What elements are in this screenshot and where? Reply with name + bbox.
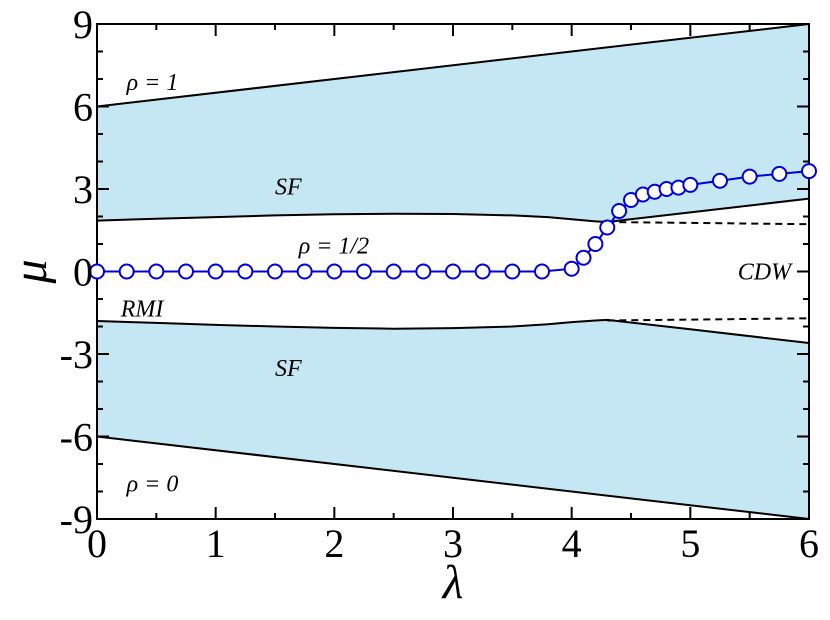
- sf-region-lower: [97, 319, 809, 519]
- series-marker: [611, 203, 628, 219]
- phase-label: SF: [275, 174, 302, 200]
- fill-layer: [97, 24, 809, 519]
- boundary-lower-outer: [96, 435, 810, 520]
- y-tick-label: 9: [73, 2, 93, 47]
- series-marker: [207, 263, 224, 280]
- series-marker: [801, 163, 817, 180]
- series-marker: [326, 263, 343, 280]
- phase-label: ρ = 1/2: [298, 233, 369, 259]
- series-marker: [563, 260, 580, 277]
- x-tick-label: 0: [87, 521, 107, 566]
- y-tick-label: 3: [73, 167, 93, 212]
- series-marker: [771, 165, 788, 182]
- series-marker: [415, 263, 432, 280]
- boundary-cdw-lower-dashed: [607, 317, 810, 322]
- series-marker: [89, 263, 105, 280]
- series-marker: [445, 263, 461, 280]
- y-axis-title: μ: [4, 259, 57, 284]
- series-marker: [712, 172, 728, 189]
- series-marker: [534, 263, 550, 280]
- phase-label: ρ = 1: [126, 70, 179, 96]
- series-marker: [237, 263, 254, 280]
- ticks-layer: [96, 23, 810, 520]
- x-tick-label: 1: [206, 521, 226, 566]
- series-marker: [682, 176, 699, 193]
- series-marker: [587, 236, 604, 252]
- x-tick-label: 3: [443, 521, 463, 566]
- phase-label: SF: [275, 356, 302, 382]
- boundary-cdw-upper-dashed: [607, 221, 810, 226]
- y-tick-label: -9: [60, 497, 93, 542]
- y-tick-label: 6: [73, 85, 93, 130]
- series-marker: [741, 168, 758, 185]
- series-marker: [267, 263, 283, 280]
- x-tick-label: 2: [324, 521, 344, 566]
- y-tick-label: -6: [60, 415, 93, 460]
- series-marker: [504, 263, 521, 280]
- boundary-lower-inner: [96, 318, 810, 344]
- sf-region-upper: [97, 24, 809, 222]
- x-tick-label: 6: [799, 521, 819, 566]
- y-tick-label: 0: [73, 250, 93, 295]
- phase-label: RMI: [120, 297, 165, 323]
- series-marker: [148, 263, 165, 280]
- series-marker: [118, 263, 135, 280]
- series-marker: [474, 263, 491, 280]
- series-marker: [356, 263, 372, 280]
- x-tick-label: 4: [562, 521, 582, 566]
- series-layer: [89, 163, 817, 280]
- series-marker: [296, 263, 313, 280]
- phase-label: ρ = 0: [126, 471, 179, 497]
- boundary-upper-outer: [96, 23, 810, 108]
- x-tick-label: 5: [680, 521, 700, 566]
- x-axis-title: λ: [441, 556, 464, 609]
- series-marker: [575, 249, 592, 266]
- series-marker: [385, 263, 402, 280]
- series-marker: [599, 219, 616, 236]
- phase-label: CDW: [738, 260, 793, 286]
- series-marker: [178, 263, 194, 280]
- y-tick-label: -3: [60, 332, 93, 377]
